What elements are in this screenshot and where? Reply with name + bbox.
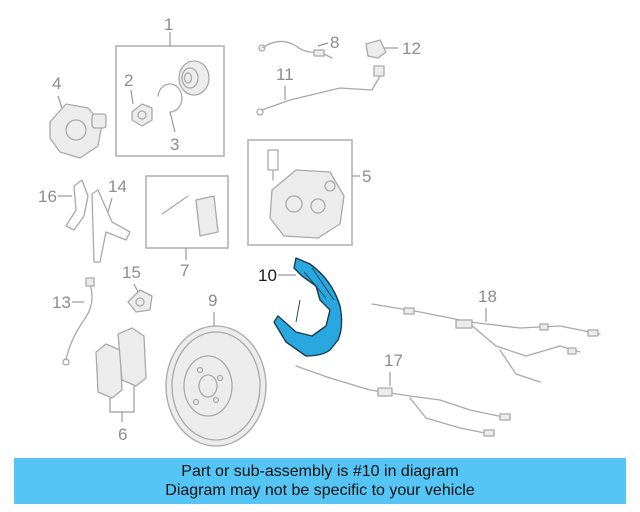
info-banner: Part or sub-assembly is #10 in diagram D… [14,458,626,504]
part-4-wheel-hub[interactable]: 4 [49,74,107,159]
part-18-sensor-harness[interactable]: 18 [371,287,601,383]
parts-diagram: 1 2 3 4 5 7 [38,15,601,447]
part-13-hose[interactable]: 13 [52,277,95,366]
callout-10[interactable]: 10 [258,266,277,285]
hardware-box [145,175,229,249]
callout-13[interactable]: 13 [52,293,71,312]
callout-6[interactable]: 6 [118,425,127,444]
banner-line-1: Part or sub-assembly is #10 in diagram [181,463,459,480]
caliper-box [247,139,353,246]
callout-9[interactable]: 9 [208,291,217,310]
dust-shield-highlight[interactable] [273,257,343,357]
callout-4[interactable]: 4 [52,74,61,93]
callout-14[interactable]: 14 [108,177,127,196]
callout-18[interactable]: 18 [478,287,497,306]
part-15-bolt[interactable]: 15 [122,263,153,313]
callout-3[interactable]: 3 [170,135,179,154]
banner-line-2: Diagram may not be specific to your vehi… [165,482,475,499]
part-8-wear-sensor[interactable]: 8 [258,33,339,59]
callout-15[interactable]: 15 [122,263,141,282]
part-6-brake-pads[interactable]: 6 [95,327,147,444]
callout-7[interactable]: 7 [180,261,189,280]
part-11-brake-hose[interactable]: 11 [256,65,385,116]
callout-2[interactable]: 2 [124,71,133,90]
callout-5[interactable]: 5 [362,167,371,186]
part-group-7-pad-hardware[interactable]: 7 [145,175,229,280]
part-12-bracket[interactable]: 12 [365,39,421,59]
part-10-dust-shield[interactable]: 10 [258,257,343,357]
part-9-brake-rotor[interactable]: 9 [165,291,267,447]
callout-11[interactable]: 11 [276,65,294,84]
callout-12[interactable]: 12 [402,39,421,58]
part-17-sensor-harness[interactable]: 17 [295,351,511,437]
part-group-1[interactable]: 1 [115,15,225,157]
part-group-5-caliper[interactable]: 5 [247,139,371,246]
part-14-bracket[interactable]: 14 [91,177,131,263]
callout-17[interactable]: 17 [384,351,403,370]
dust-shield-rib [295,267,335,323]
callout-1[interactable]: 1 [164,15,173,34]
callout-8[interactable]: 8 [330,33,339,52]
part-16-bracket[interactable]: 16 [38,179,89,231]
callout-16[interactable]: 16 [38,187,57,206]
